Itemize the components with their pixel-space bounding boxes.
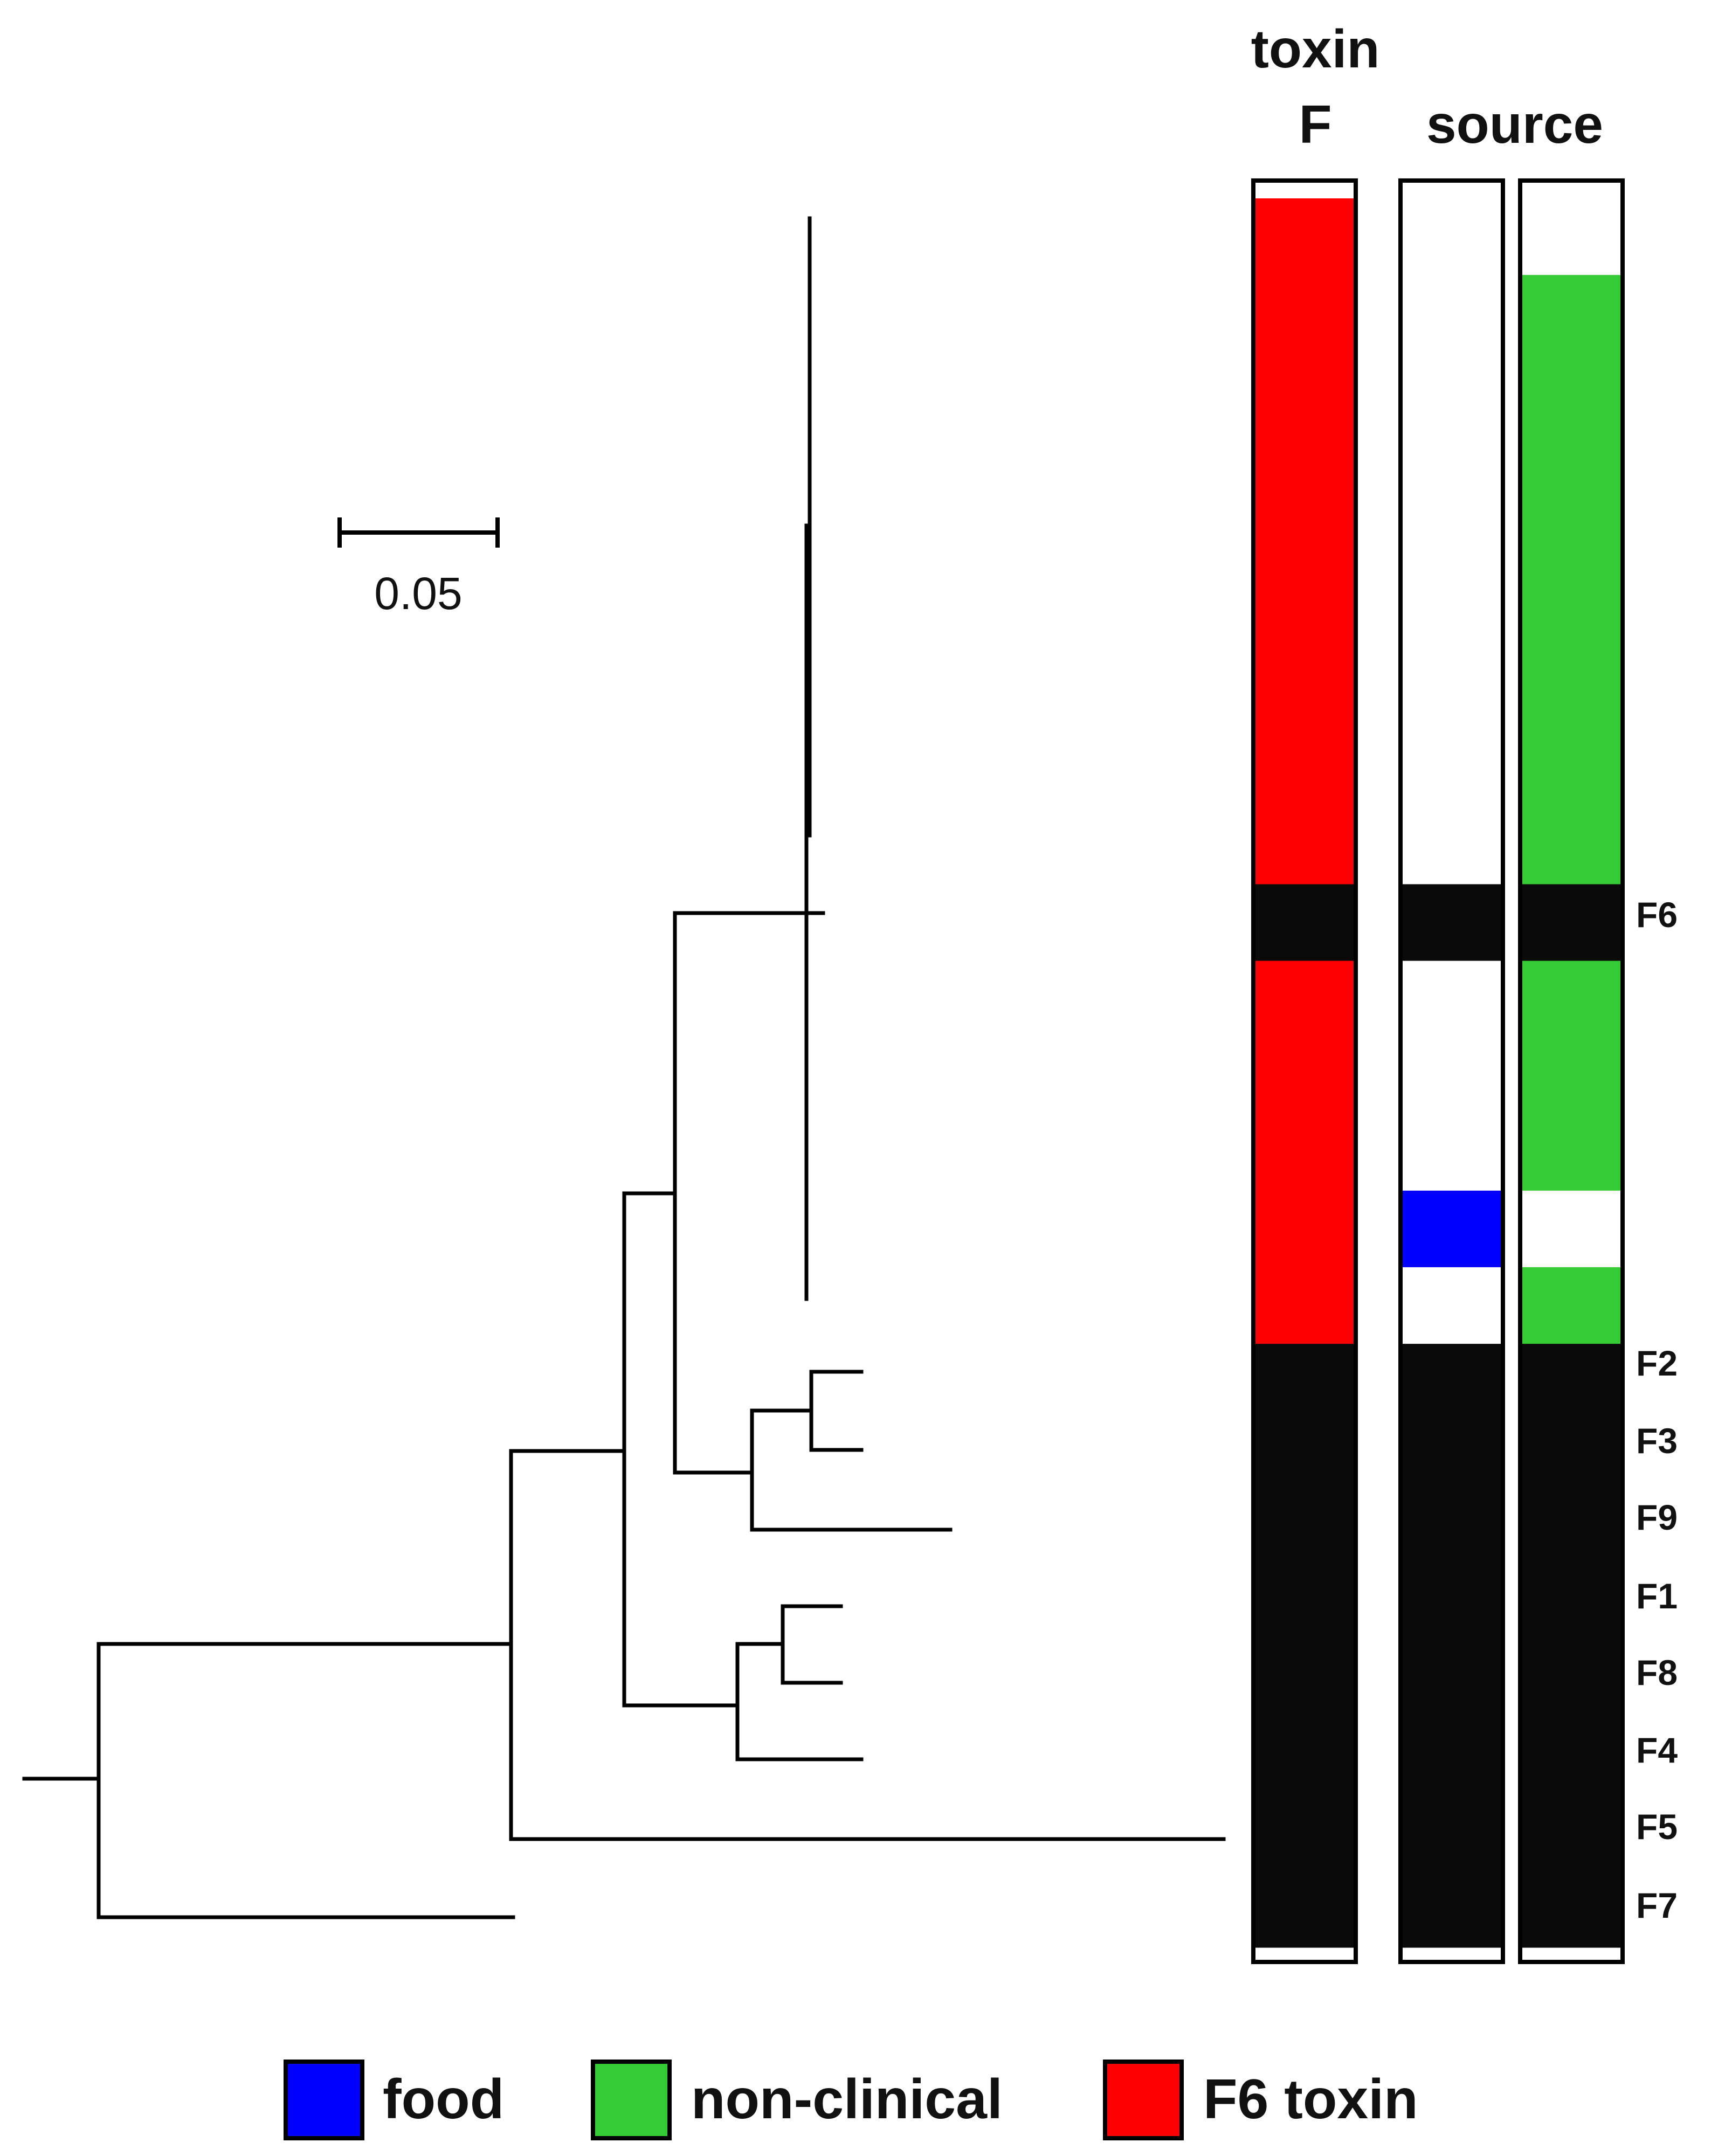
legend-swatch-f6-toxin [1103,2060,1184,2140]
header-source: source [1426,94,1603,155]
source-food-column-segment-empty [1400,960,1503,1191]
source-food-column-segment-empty [1400,1267,1503,1344]
tip-label: F3 [1636,1421,1678,1461]
toxin-f-column-segment-black [1253,1344,1356,1948]
annotation-columns [1251,178,1625,1964]
scale-bar-label: 0.05 [374,568,463,619]
legend-label-non-clinical: non-clinical [691,2068,1003,2131]
tip-label: F1 [1636,1576,1678,1616]
legend: food non-clinical F6 toxin [284,2060,1418,2140]
legend-label-food: food [383,2068,504,2131]
source-food-column-segment-black [1400,884,1503,962]
toxin-f-column-segment-black [1253,884,1356,962]
legend-swatch-food [284,2060,364,2140]
source-nonclinical-column-segment-black [1520,1344,1623,1948]
source-nonclinical-column-segment-non-clinical [1520,275,1623,884]
source-food-column-outline [1398,178,1505,1964]
legend-label-f6-toxin: F6 toxin [1203,2068,1418,2131]
tip-label: F9 [1636,1497,1678,1537]
phylogenetic-tree [22,216,1226,1919]
tip-label: F4 [1636,1730,1678,1770]
source-food-column-segment-empty [1400,181,1503,884]
toxin-f-column-segment-f6-toxin [1253,960,1356,1344]
source-nonclinical-column-segment-empty [1520,181,1623,275]
toxin-f-column-segment-empty [1253,181,1356,199]
tip-label: F6 [1636,895,1678,935]
tip-label: F5 [1636,1807,1678,1847]
scale-bar: 0.05 [337,517,500,619]
toxin-f-column-segment-f6-toxin [1253,198,1356,884]
source-food-column-segment-black [1400,1344,1503,1948]
source-nonclinical-column-segment-non-clinical [1520,960,1623,1191]
source-nonclinical-column-segment-black [1520,884,1623,962]
toxin-f-column-outline [1251,178,1358,1964]
tip-label: F8 [1636,1653,1678,1692]
header-toxin-line2: F [1299,94,1331,155]
source-food-column-segment-food [1400,1190,1503,1268]
source-nonclinical-column-segment-empty [1520,1190,1623,1268]
tip-label: F2 [1636,1343,1678,1383]
tip-labels: F6 F2 F3 F9 F1 F8 F4 F5 F7 [1636,895,1678,1925]
tip-label: F7 [1636,1885,1678,1925]
source-nonclinical-column-outline [1518,178,1625,1964]
header-toxin-line1: toxin [1251,19,1380,79]
source-nonclinical-column-segment-non-clinical [1520,1267,1623,1344]
legend-swatch-non-clinical [591,2060,672,2140]
